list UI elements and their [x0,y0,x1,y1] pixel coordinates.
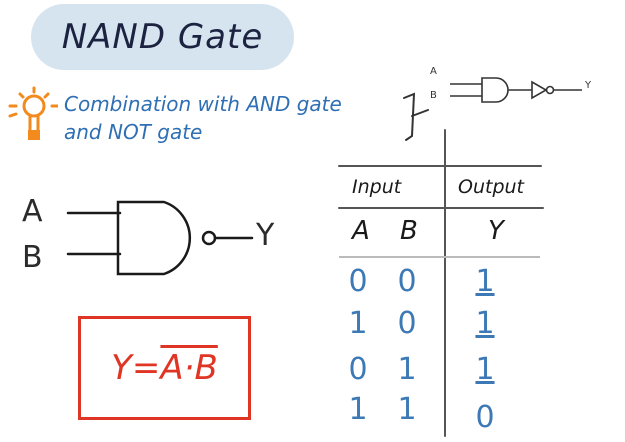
table-col-a: A [352,216,370,246]
table-header-output: Output [458,176,524,198]
formula-box [78,316,251,420]
lightbulb-icon [8,86,58,140]
table-cell-b: 0 [397,264,417,299]
mini-input-b-label: B [430,90,437,101]
tip-text-line1: Combination with AND gate [64,92,342,116]
table-cell-b: 1 [397,392,417,427]
table-col-b: B [400,216,418,246]
table-cell-y: 0 [475,400,495,435]
table-cell-a: 1 [348,306,368,341]
mini-output-label: Y [585,80,592,91]
bracket-connector [403,92,429,141]
table-cell-a: 0 [348,264,368,299]
nand-gate-symbol [66,200,254,276]
table-cell-a: 1 [348,392,368,427]
gate-output-label: Y [256,218,275,253]
mini-and-not-diagram [450,77,582,103]
gate-input-a-label: A [22,194,43,229]
page-title: NAND Gate [61,17,264,57]
tip-text-line2: and NOT gate [64,120,203,144]
title-pill [31,4,294,70]
mini-input-a-label: A [430,66,437,77]
table-cell-b: 1 [397,352,417,387]
formula-lhs: Y= [111,348,161,388]
boolean-formula: Y= A·B [78,316,251,420]
formula-rhs: A·B [160,348,218,388]
table-cell-a: 0 [348,352,368,387]
table-cell-y: 1 [475,352,495,387]
table-header-input: Input [352,176,402,198]
table-cell-b: 0 [397,306,417,341]
table-cell-y: 1 [475,264,495,299]
table-cell-y: 1 [475,306,495,341]
gate-input-b-label: B [22,240,43,275]
table-col-y: Y [488,216,504,246]
